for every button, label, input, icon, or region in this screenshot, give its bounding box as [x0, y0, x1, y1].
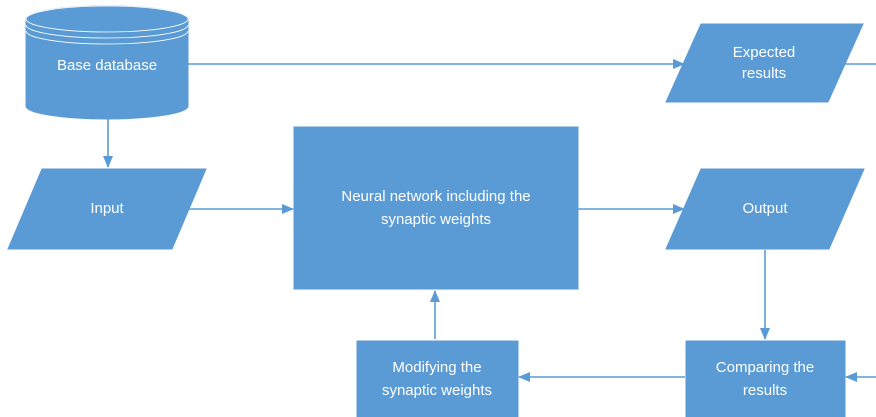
expected-results-label-line1: Expected	[733, 44, 796, 61]
input-node: Input	[7, 168, 207, 250]
comparing-results-node: Comparing the results	[685, 340, 846, 417]
base-database-node: Base database	[25, 5, 189, 120]
output-node: Output	[665, 168, 865, 250]
rectangle-shape	[685, 340, 846, 417]
cylinder-top-rim	[25, 5, 189, 33]
neural-network-node: Neural network including the synaptic we…	[293, 126, 579, 290]
neural-network-label-line1: Neural network including the	[341, 188, 530, 205]
parallelogram-shape	[665, 168, 865, 250]
parallelogram-shape	[665, 23, 864, 103]
parallelogram-shape	[7, 168, 207, 250]
rectangle-shape	[356, 340, 519, 417]
cylinder-rim-1	[25, 24, 189, 39]
base-database-label: Base database	[57, 57, 157, 74]
output-label: Output	[742, 200, 788, 217]
input-label: Input	[90, 200, 124, 217]
expected-results-node: Expected results	[665, 23, 864, 103]
cylinder-rim-2	[25, 30, 189, 45]
modifying-weights-node: Modifying the synaptic weights	[356, 340, 519, 417]
cylinder-shape	[25, 18, 189, 120]
neural-network-label-line2: synaptic weights	[381, 211, 491, 228]
expected-results-label-line2: results	[742, 65, 786, 82]
rectangle-shape	[293, 126, 579, 290]
modifying-weights-label-line2: synaptic weights	[382, 382, 492, 399]
modifying-weights-label-line1: Modifying the	[392, 359, 481, 376]
comparing-results-label-line2: results	[743, 382, 787, 399]
comparing-results-label-line1: Comparing the	[716, 359, 814, 376]
